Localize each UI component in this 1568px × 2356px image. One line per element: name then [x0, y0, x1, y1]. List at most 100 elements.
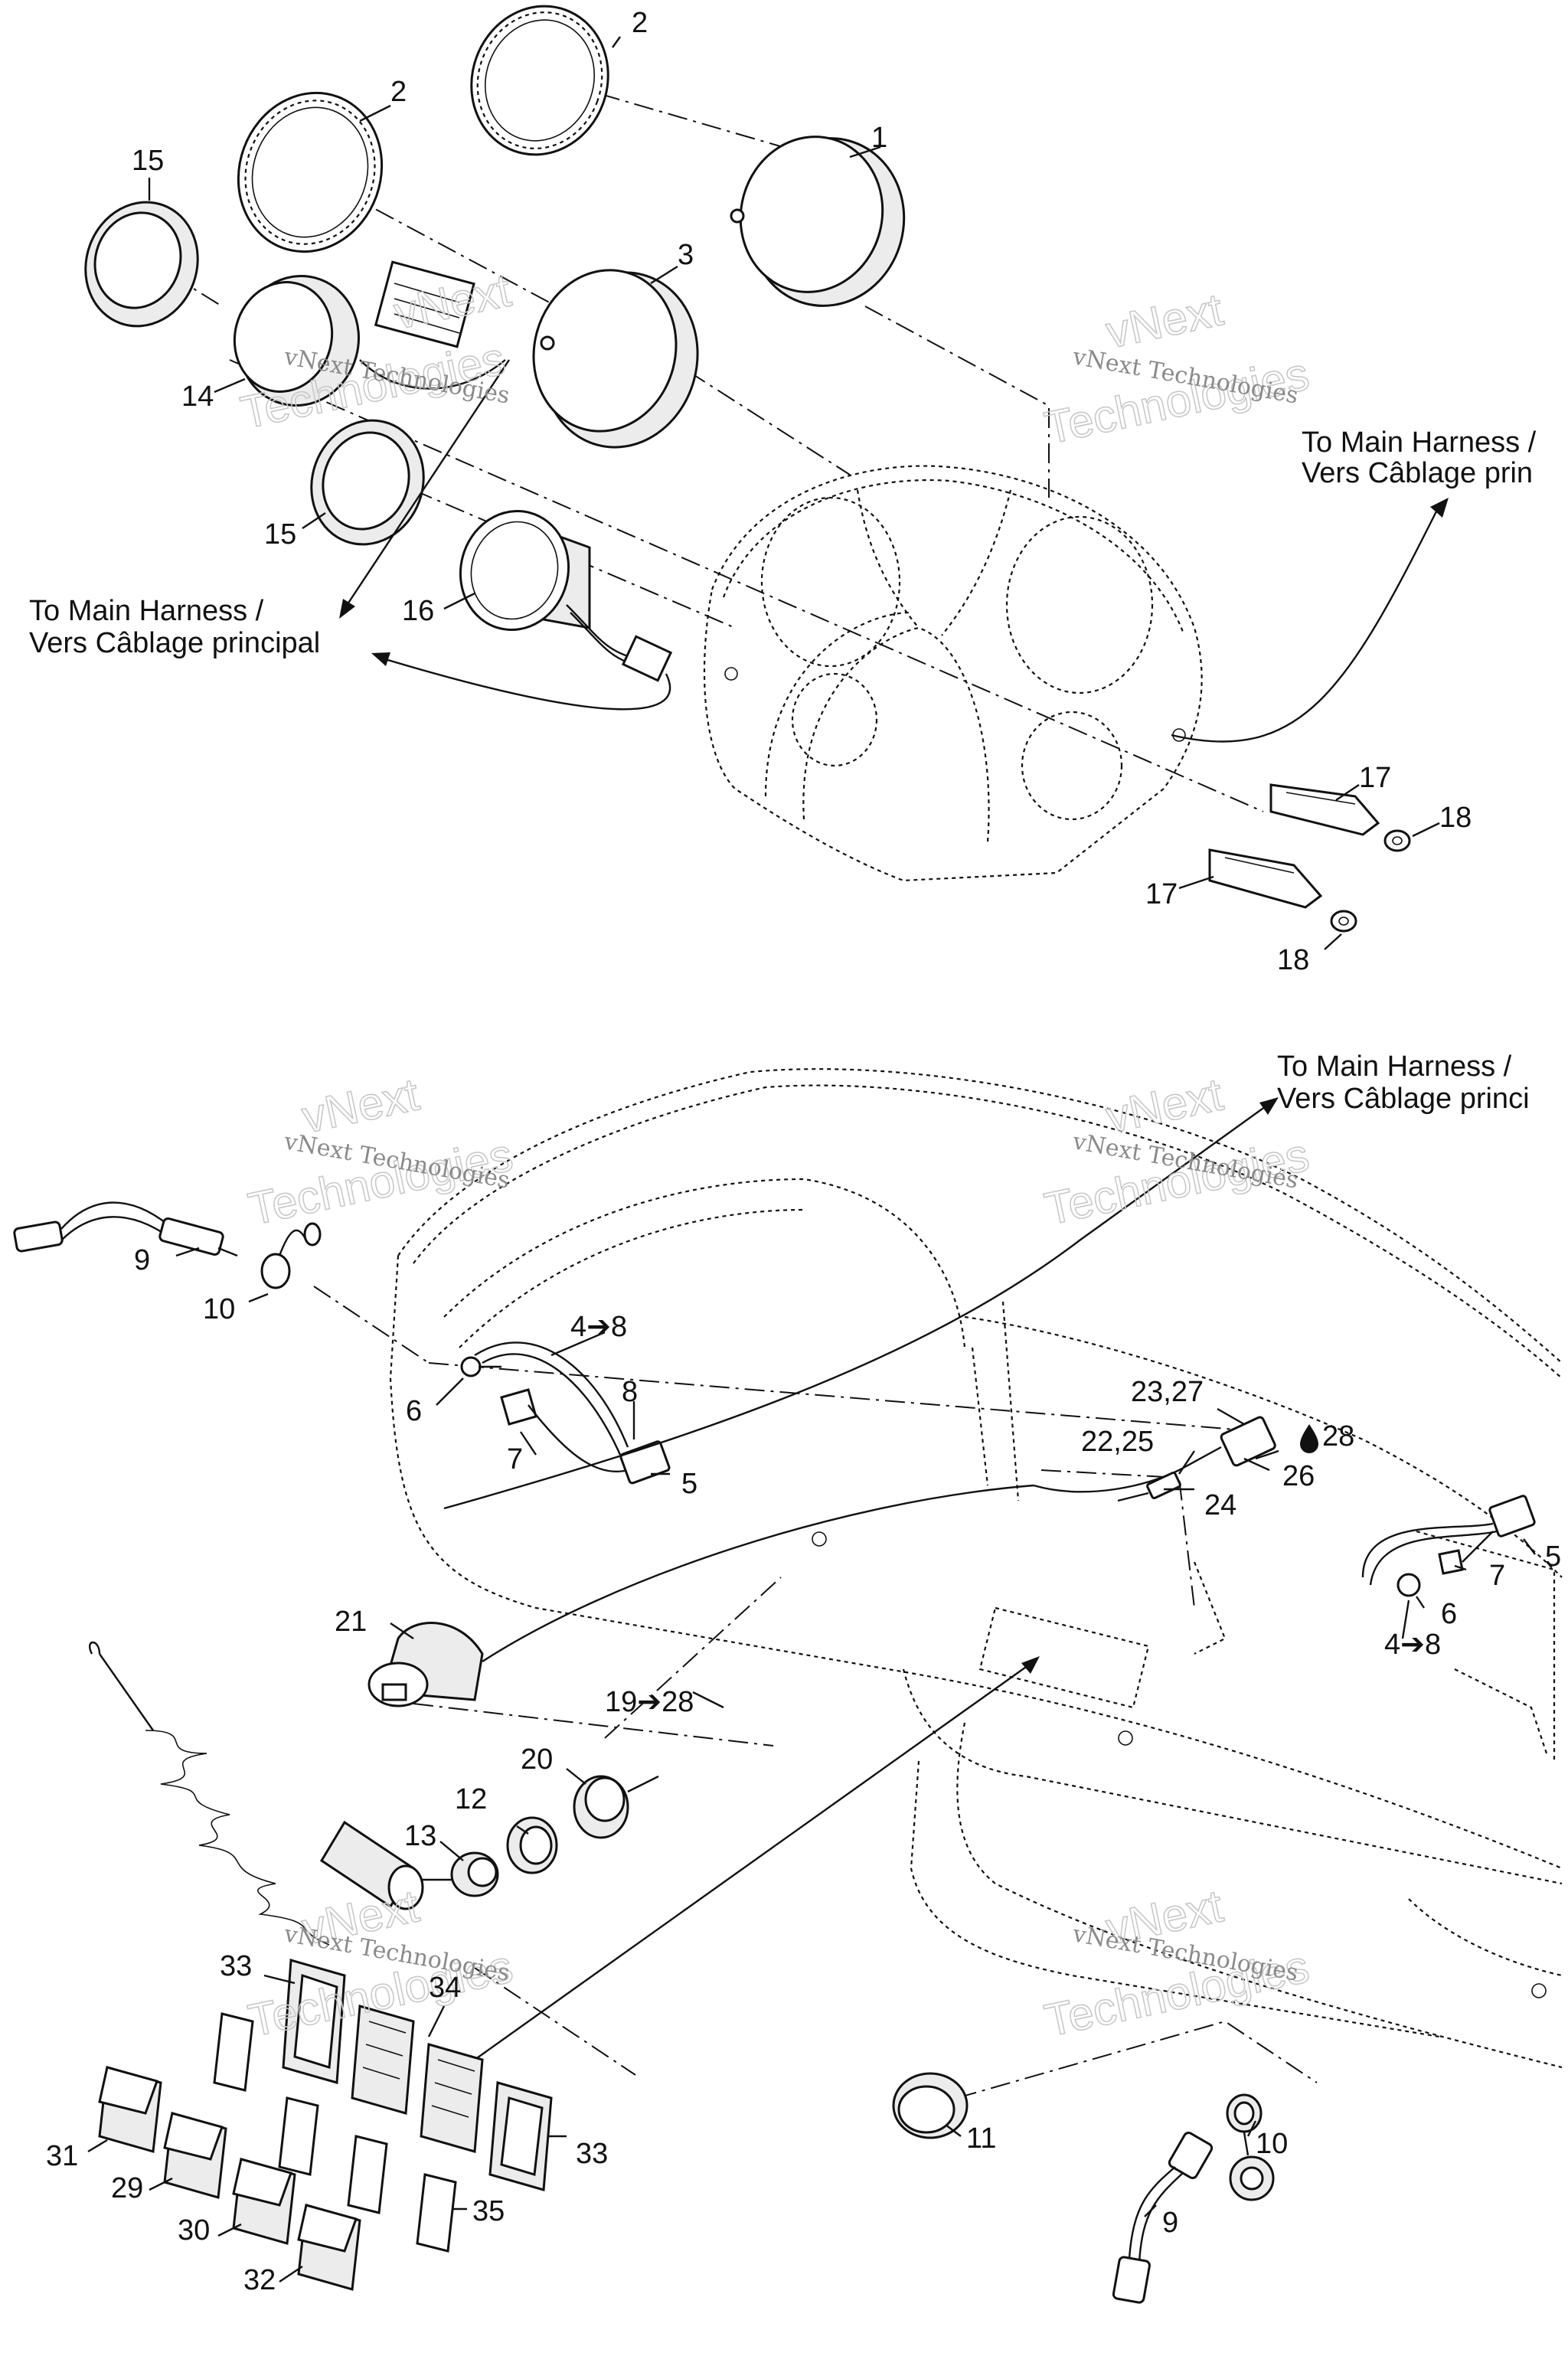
- nut-18-upper: [1383, 829, 1411, 852]
- droplet-icon: [1300, 1424, 1318, 1453]
- callout-9-lower: 9: [1162, 2207, 1178, 2239]
- switch-bezel-34-a: [351, 2005, 415, 2115]
- callout-16: 16: [402, 595, 434, 627]
- rocker-switch-31: [98, 2066, 162, 2153]
- bezel-ring-2-left: [237, 91, 384, 253]
- callout-4-8-left: 4➔8: [570, 1311, 627, 1343]
- callout-4-8-right: 4➔8: [1384, 1629, 1441, 1661]
- bracket-17-upper: [1269, 783, 1380, 836]
- cable-9-upper: [13, 1201, 238, 1257]
- gauge-1: [730, 136, 906, 307]
- harness-4-8-left: [460, 1341, 671, 1485]
- arrow-head-icon: [1021, 1656, 1040, 1674]
- callout-7-left: 7: [507, 1443, 523, 1475]
- callout-33-left: 33: [220, 1950, 252, 1982]
- callout-33-right: 33: [576, 2138, 608, 2170]
- blank-plate-35-b: [278, 2096, 319, 2176]
- callout-5-left: 5: [681, 1468, 697, 1500]
- callout-22-25: 22,25: [1081, 1426, 1154, 1458]
- callout-31: 31: [46, 2140, 78, 2172]
- callout-9-upper: 9: [134, 1244, 150, 1276]
- annotation-main-harness-bottom-right: To Main Harness / Vers Câblage princi: [1277, 1051, 1530, 1115]
- callout-32: 32: [243, 2264, 276, 2296]
- callout-7-right: 7: [1489, 1560, 1505, 1592]
- gauge-cluster-assembly: [84, 5, 1449, 933]
- callout-21: 21: [335, 1606, 367, 1638]
- cable-9-lower: [1112, 2132, 1214, 2304]
- callout-2-top: 2: [632, 7, 648, 39]
- callout-8: 8: [622, 1376, 638, 1408]
- rocker-switch-30: [232, 2158, 296, 2245]
- arrow-head-icon: [371, 652, 390, 666]
- watermark-big-line1: vNext: [298, 1068, 423, 1142]
- callout-17-upper: 17: [1359, 762, 1391, 794]
- blank-plate-35-d: [416, 2173, 457, 2253]
- callout-17-lower: 17: [1145, 878, 1178, 910]
- callout-19-28: 19➔28: [605, 1686, 694, 1718]
- watermark-big-line1: vNext: [1102, 283, 1227, 358]
- console-body: [389, 1068, 1563, 2069]
- nut-18-lower: [1330, 910, 1357, 933]
- arrow-head-icon: [339, 599, 355, 619]
- callout-2-left: 2: [390, 76, 407, 108]
- annotation-line1: To Main Harness /: [1302, 426, 1537, 459]
- callout-10-upper: 10: [203, 1293, 235, 1325]
- annotation-main-harness-left: To Main Harness / Vers Câblage principal: [29, 595, 320, 659]
- callout-5-right: 5: [1545, 1541, 1561, 1573]
- callout-1: 1: [871, 122, 887, 154]
- arrow-head-icon: [1430, 498, 1449, 518]
- annotation-line2: Vers Câblage principal: [29, 627, 320, 659]
- annotation-line1: To Main Harness /: [29, 595, 264, 627]
- callout-10-lower: 10: [1256, 2128, 1288, 2160]
- gauge-housing: [703, 465, 1203, 882]
- annotation-main-harness-top-right: To Main Harness / Vers Câblage prin: [1302, 426, 1537, 489]
- callout-18-upper: 18: [1439, 802, 1472, 834]
- callout-numbers: 2 2 1 15 3 14 15 16 17 18 17 18 9 10 4➔8…: [46, 7, 1561, 2296]
- connector-23-27: [1033, 1416, 1276, 1502]
- callout-14: 14: [181, 381, 214, 413]
- ignition-switch-21: [368, 1484, 1034, 1707]
- switch-bezel-33-right: [488, 2081, 553, 2191]
- callout-11: 11: [966, 2122, 996, 2155]
- safety-lanyard-13: [89, 1641, 499, 1946]
- callout-23-27: 23,27: [1131, 1376, 1204, 1408]
- callout-20: 20: [521, 1743, 553, 1776]
- callout-28: 28: [1300, 1420, 1354, 1453]
- callout-leaders: [87, 36, 1536, 2282]
- callout-30: 30: [178, 2214, 210, 2247]
- callout-28-label: 28: [1322, 1420, 1354, 1452]
- watermark-big-line1: vNext: [1102, 1068, 1227, 1142]
- button-11: [892, 2072, 969, 2139]
- blank-plate-35-c: [347, 2135, 388, 2214]
- switch-bezel-34-b: [420, 2043, 484, 2153]
- callout-12: 12: [455, 1783, 487, 1815]
- callout-6-right: 6: [1441, 1598, 1457, 1630]
- ring-15-bottom: [310, 419, 425, 546]
- rocker-switch-29: [163, 2112, 227, 2199]
- callout-35: 35: [472, 2195, 505, 2227]
- ring-15-top: [84, 201, 199, 328]
- watermark-mid-right: vNext Technologies vNext Technologies: [1040, 1067, 1314, 1235]
- switch-bezel-33-left: [282, 1959, 346, 2084]
- callout-15-bottom: 15: [264, 518, 296, 551]
- callout-29: 29: [111, 2172, 143, 2204]
- blank-plate-35-a: [213, 2012, 254, 2092]
- callout-6-left: 6: [406, 1395, 422, 1427]
- callout-13: 13: [404, 1820, 436, 1852]
- gauge-3: [532, 269, 699, 449]
- rocker-switch-32: [297, 2204, 361, 2291]
- annotation-line1: To Main Harness /: [1277, 1051, 1512, 1083]
- button-20: [573, 1775, 659, 1839]
- callout-15-top: 15: [132, 145, 164, 177]
- harness-4-8-right: [1361, 1495, 1536, 1597]
- annotation-line2: Vers Câblage prin: [1302, 457, 1533, 489]
- cap-10-upper: [260, 1222, 322, 1289]
- annotation-line2: Vers Câblage princi: [1277, 1083, 1530, 1115]
- cap-10-lower: [1226, 2093, 1275, 2201]
- watermark-mid-left: vNext Technologies vNext Technologies: [243, 1067, 518, 1235]
- bezel-ring-2-top: [470, 5, 609, 156]
- gauge-16: [459, 510, 673, 682]
- callout-18-lower: 18: [1277, 944, 1309, 976]
- callout-34: 34: [429, 1972, 461, 2004]
